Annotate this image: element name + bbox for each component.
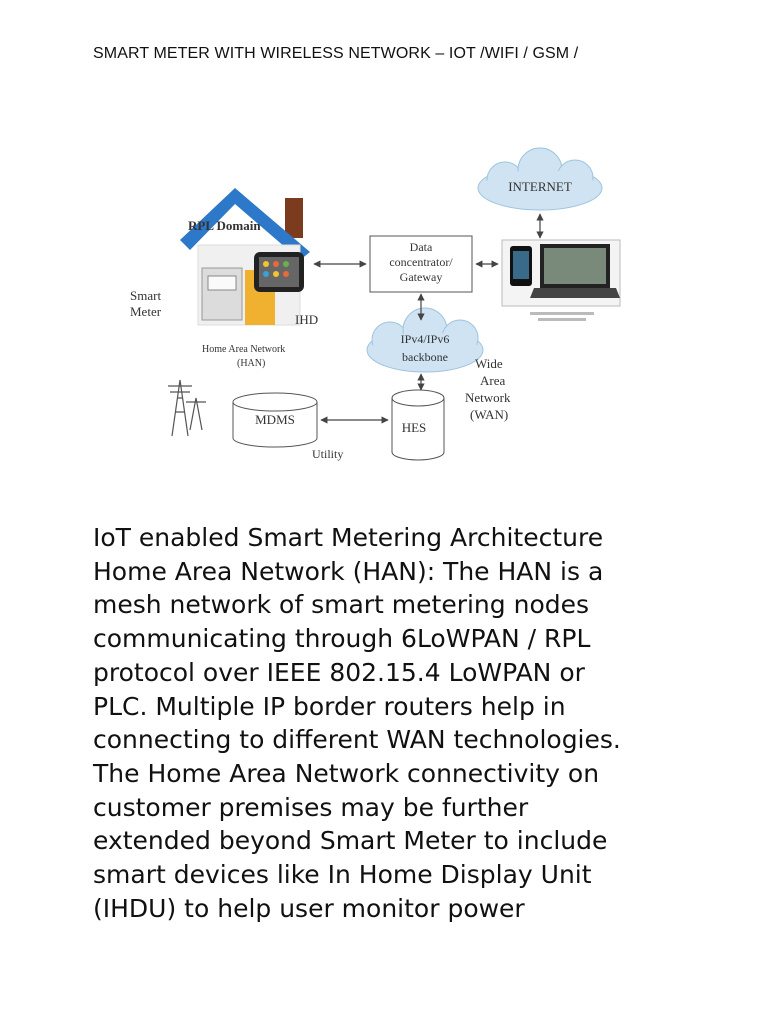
rpl-domain-label: RPL Domain [188,218,261,233]
hes-label: HES [402,420,427,435]
hes-database-icon [391,389,445,461]
smart-meter-label-line2: Meter [130,304,162,319]
body-line: The Home Area Network connectivity on [93,758,600,788]
mdms-database-icon [232,392,318,448]
body-paragraph: IoT enabled Smart Metering Architecture … [93,521,693,925]
transmission-tower-icon [168,379,206,437]
body-line: smart devices like In Home Display Unit [93,860,592,890]
wan-label-line1: Wide [475,356,503,371]
body-line: (IHDU) to help user monitor power [93,893,525,923]
smart-meter-label-line1: Smart [130,288,161,303]
wan-label-line2: Area [480,373,505,388]
mdms-label: MDMS [255,412,295,427]
data-concentrator-box [369,235,473,293]
han-label-line2: (HAN) [237,358,265,369]
body-line: Home Area Network (HAN): The HAN is a [93,556,604,586]
backbone-label-line2: backbone [402,350,448,364]
data-concentrator-label-line1: Data [410,240,433,254]
ihd-label: IHD [295,312,318,327]
utility-label: Utility [312,447,343,461]
internet-label: INTERNET [508,179,572,194]
body-line: customer premises may be further [93,792,529,822]
wan-label-line3: Network [465,390,511,405]
wan-label-line4: (WAN) [470,407,508,422]
backbone-label-line1: IPv4/IPv6 [401,332,450,346]
page-title: SMART METER WITH WIRELESS NETWORK – IOT … [93,45,579,62]
body-line: PLC. Multiple IP border routers help in [93,691,566,721]
data-concentrator-label-line3: Gateway [400,270,443,284]
smart-metering-architecture-diagram: RPL Domain Smart Meter IHD Home Area Net… [120,140,640,480]
han-label-line1: Home Area Network [202,344,285,355]
diagram-svg: RPL Domain Smart Meter IHD Home Area Net… [130,147,621,461]
body-line: extended beyond Smart Meter to include [93,826,608,856]
body-line: mesh network of smart metering nodes [93,590,590,620]
connection-arrows [313,213,544,424]
backbone-cloud-icon [366,307,484,373]
body-line: connecting to different WAN technologies… [93,725,621,755]
laptop-phone-icon [501,239,621,321]
internet-cloud-icon [477,147,603,211]
body-line: communicating through 6LoWPAN / RPL [93,624,591,654]
body-line: protocol over IEEE 802.15.4 LoWPAN or [93,657,585,687]
house-icon [180,188,310,326]
data-concentrator-label-line2: concentrator/ [389,255,453,269]
body-line: IoT enabled Smart Metering Architecture [93,523,604,552]
